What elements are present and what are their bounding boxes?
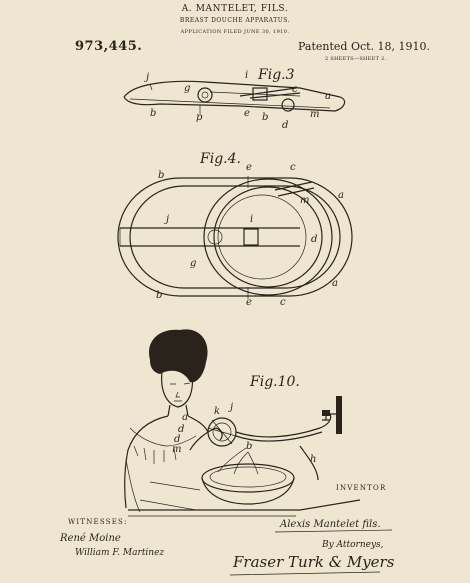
patent-date: Patented Oct. 18, 1910. — [298, 40, 431, 53]
figure-4: Fig.4. b e c a m j i d g a b e c — [117, 151, 353, 308]
fig10-label-j: j — [228, 402, 233, 413]
application-filed-date: APPLICATION FILED JUNE 30, 1910. — [180, 29, 290, 35]
fig10-label-h: h — [310, 454, 316, 465]
fig10-label-k: k — [214, 406, 220, 417]
fig4-label-b2: b — [156, 290, 162, 301]
invention-title: BREAST DOUCHE APPARATUS. — [179, 17, 291, 24]
fig3-label-c: c — [292, 84, 298, 95]
fig4-label-a2: a — [332, 278, 338, 289]
witnesses-heading: WITNESSES: — [68, 518, 128, 526]
patent-number: 973,445. — [75, 39, 143, 54]
fig10-label-b: b — [246, 441, 252, 452]
fig4-label-g: g — [190, 258, 196, 269]
figure-4-title: Fig.4. — [199, 151, 241, 167]
fig10-label-m: m — [172, 444, 181, 455]
fig3-label-b: b — [150, 108, 156, 119]
fig10-label-d: d — [178, 424, 184, 435]
fig3-label-i: i — [245, 70, 248, 81]
fig3-label-j: j — [144, 72, 149, 83]
figure-10: Fig.10. — [124, 329, 361, 517]
fig4-label-e: e — [246, 162, 252, 173]
fig4-label-j: j — [164, 214, 169, 225]
witness-signature-1: René Moine — [60, 533, 121, 544]
witness-signature-2: William F. Martinez — [75, 548, 165, 558]
fig10-label-d2: d — [174, 434, 180, 445]
figure-10-title: Fig.10. — [249, 374, 300, 390]
fig4-label-d: d — [311, 234, 317, 245]
fig3-label-g: g — [184, 83, 190, 94]
fig10-label-a: a — [182, 412, 188, 423]
fig3-label-e: e — [244, 108, 250, 119]
fig3-label-m: m — [310, 109, 319, 120]
fig4-label-e2: e — [246, 297, 252, 308]
fig4-label-c2: c — [280, 297, 286, 308]
fig4-label-c: c — [290, 162, 296, 173]
fig3-label-d: d — [282, 120, 288, 131]
inventor-signature: Alexis Mantelet fils. — [280, 519, 381, 530]
fig3-label-a: a — [325, 91, 331, 102]
sheet-count: 2 SHEETS—SHEET 2. — [325, 56, 387, 62]
inventor-name-header: A. MANTELET, FILS. — [181, 4, 289, 14]
inventor-heading: INVENTOR — [336, 484, 387, 492]
attorneys-signature: Fraser Turk & Myers — [233, 553, 395, 571]
fig4-label-i: i — [250, 214, 253, 225]
figure-3-title: Fig.3 — [257, 67, 295, 83]
fig4-label-a: a — [338, 190, 344, 201]
fig3-label-b2: b — [262, 112, 268, 123]
by-attorneys-text: By Attorneys, — [322, 540, 384, 550]
fig4-label-m: m — [300, 195, 309, 206]
figure-3: Fig.3 j g i c a b p e b d m — [123, 67, 346, 131]
fig3-label-p: p — [196, 112, 203, 123]
fig4-label-b: b — [158, 170, 164, 181]
